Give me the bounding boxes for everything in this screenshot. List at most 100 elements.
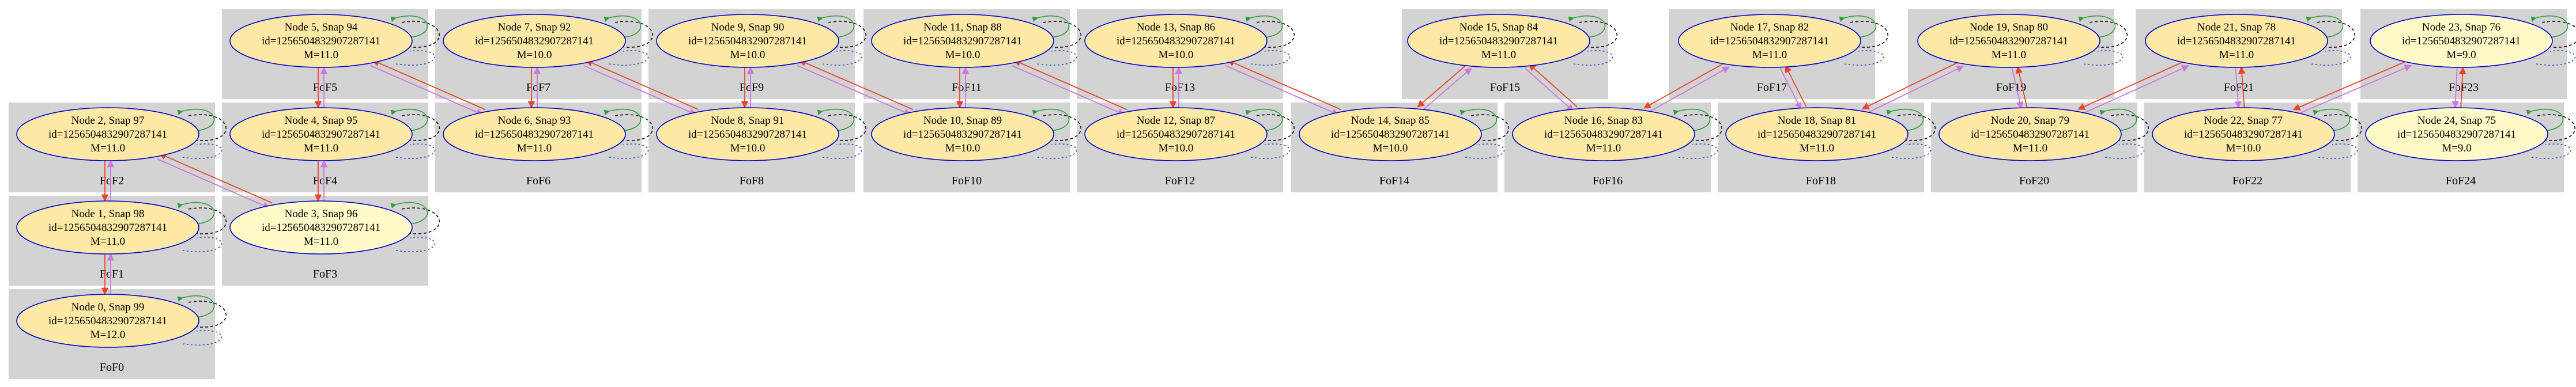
edge-10-11 <box>956 66 970 109</box>
node-mass: M=10.0 <box>730 49 765 61</box>
node-3: Node 3, Snap 96id=1256504832907287141M=1… <box>229 200 440 255</box>
edge-progenitor <box>1012 65 1125 116</box>
self-loop-host <box>1573 50 1613 66</box>
node-ident: id=1256504832907287141 <box>475 35 594 47</box>
node-17: Node 17, Snap 82id=1256504832907287141M=… <box>1678 14 1888 68</box>
self-loop-first <box>1839 15 1877 38</box>
node-10: Node 10, Snap 89id=1256504832907287141M=… <box>871 107 1081 161</box>
node-ellipse <box>1299 107 1482 161</box>
edge-8-9 <box>741 66 755 109</box>
edge-16-17 <box>1643 61 1730 114</box>
node-14: Node 14, Snap 85id=1256504832907287141M=… <box>1299 107 1509 161</box>
node-ellipse <box>871 107 1054 161</box>
node-title: Node 7, Snap 92 <box>498 21 571 33</box>
node-mass: M=12.0 <box>90 329 126 341</box>
cluster-label: FoF10 <box>952 174 982 187</box>
edge-21-22 <box>2234 66 2246 109</box>
node-4: Node 4, Snap 95id=1256504832907287141M=1… <box>229 107 440 161</box>
self-loop-next <box>1684 114 1722 141</box>
edge-progenitor <box>370 65 484 116</box>
node-ellipse <box>229 107 413 161</box>
cluster-label: FoF18 <box>1806 174 1836 187</box>
cluster-label: FoF3 <box>313 268 337 280</box>
cluster-label: FoF21 <box>2224 81 2254 94</box>
edge-progenitor <box>1864 66 1964 115</box>
cluster-label: FoF2 <box>100 174 124 187</box>
node-mass: M=10.0 <box>1373 142 1408 154</box>
edge-14-15 <box>1417 63 1472 112</box>
node-title: Node 22, Snap 77 <box>2204 115 2283 127</box>
self-loop-first <box>390 108 428 131</box>
edge-0-1 <box>101 253 115 295</box>
node-mass: M=11.0 <box>90 142 125 154</box>
self-loop-host <box>395 143 436 159</box>
edge-descendant <box>1785 65 1807 107</box>
self-loop-next <box>828 21 866 48</box>
self-loop-next <box>1043 21 1081 48</box>
node-mass: M=11.0 <box>2219 49 2254 61</box>
self-loop-first <box>177 108 215 131</box>
edge-progenitor <box>2080 65 2189 115</box>
self-loop-next <box>1256 114 1295 141</box>
edge-7-8 <box>583 59 699 116</box>
self-loop-first <box>1886 108 1924 131</box>
self-loop-first <box>604 108 642 131</box>
self-loop-first <box>2306 15 2344 38</box>
self-loop-next <box>2317 21 2355 48</box>
self-loop-host <box>182 237 222 252</box>
node-title: Node 13, Snap 86 <box>1137 21 1215 33</box>
node-ellipse <box>2152 107 2335 161</box>
edge-descendant <box>2238 66 2246 108</box>
edge-6-7 <box>527 66 541 109</box>
self-loop-first <box>1032 15 1070 38</box>
edge-descendant <box>2077 60 2186 110</box>
edge-progenitor <box>2295 64 2412 116</box>
cluster-label: FoF15 <box>1490 81 1520 94</box>
node-mass: M=10.0 <box>517 49 552 61</box>
node-7: Node 7, Snap 92 id=1256504832907287141M=1… <box>443 14 653 68</box>
self-loop-host <box>2104 143 2145 159</box>
node-0: Node 0, Snap 99id=1256504832907287141M=1… <box>16 294 227 348</box>
self-loop-host <box>1037 143 1077 159</box>
cluster-label: FoF8 <box>740 174 764 187</box>
self-loop-host <box>822 143 862 159</box>
node-ident: id=1256504832907287141 <box>48 128 167 141</box>
self-loop-host <box>395 50 436 66</box>
edge-13-14 <box>1225 59 1341 116</box>
edge-descendant <box>2015 66 2028 108</box>
self-loop-first <box>604 15 642 38</box>
edge-descendant <box>585 59 699 110</box>
node-ident: id=1256504832907287141 <box>262 222 380 234</box>
node-15: Node 15, Snap 84id=1256504832907287141M=… <box>1407 14 1617 68</box>
edge-descendant <box>2458 66 2466 108</box>
edge-20-21 <box>2077 60 2189 115</box>
cluster-label: FoF14 <box>1379 174 1409 187</box>
self-loop-next <box>1897 114 1936 141</box>
node-12: Node 12, Snap 87id=1256504832907287141M=… <box>1084 107 1295 161</box>
node-title: Node 10, Snap 89 <box>923 115 1002 127</box>
self-loop-next <box>1043 114 1081 141</box>
node-23: Node 23, Snap 76id=1256504832907287141M=… <box>2370 14 2576 68</box>
edge-descendant <box>1227 59 1341 110</box>
self-loop-next <box>828 114 866 141</box>
node-title: Node 15, Snap 84 <box>1459 21 1538 33</box>
edge-12-13 <box>1169 66 1183 109</box>
edge-progenitor <box>2451 67 2460 109</box>
self-loop-host <box>2531 143 2571 159</box>
node-ellipse <box>1512 107 1695 161</box>
node-ellipse <box>1084 14 1268 68</box>
edge-progenitor <box>1225 65 1340 116</box>
self-loop-first <box>2099 108 2137 131</box>
node-title: Node 8, Snap 91 <box>711 115 785 127</box>
node-ident: id=1256504832907287141 <box>1757 128 1876 141</box>
self-loop-first <box>177 202 215 225</box>
node-ellipse <box>1678 14 1861 68</box>
self-loop-first <box>2526 108 2564 131</box>
node-mass: M=11.0 <box>1481 49 1516 61</box>
self-loop-host <box>2083 50 2124 66</box>
edge-22-23 <box>2292 59 2412 116</box>
node-ellipse <box>2370 14 2553 68</box>
cluster-layer: FoF0FoF1FoF2FoF3FoF4FoF5FoF6FoF7FoF8FoF9… <box>9 9 2567 379</box>
node-mass: M=9.0 <box>2446 49 2476 61</box>
